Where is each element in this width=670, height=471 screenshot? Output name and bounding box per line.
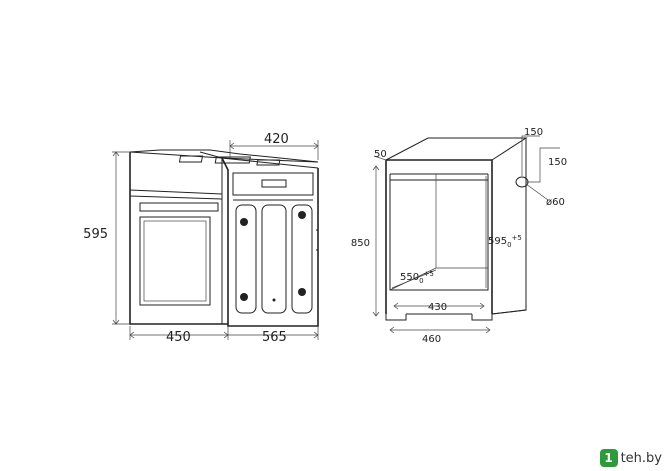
niche-inner-depth-label: 5500+5 bbox=[400, 270, 434, 285]
niche-inner-depth-tol-plus: +5 bbox=[424, 270, 434, 278]
hole-offset-x-label: 150 bbox=[524, 127, 543, 138]
oven-top-depth-label: 420 bbox=[264, 132, 289, 147]
niche-outer-width-label: 460 bbox=[422, 334, 441, 345]
hole-offset-y-label: 150 bbox=[548, 157, 567, 168]
oven-height-label: 595 bbox=[83, 227, 108, 242]
niche-inner-width-label: 430 bbox=[428, 302, 447, 313]
watermark-text: teh.by bbox=[620, 450, 662, 466]
oven-front-width-label: 450 bbox=[166, 330, 191, 345]
watermark-badge: 1 bbox=[599, 449, 618, 467]
niche-opening-height-tol: 0 bbox=[507, 241, 511, 249]
oven-depth-label: 565 bbox=[262, 330, 287, 345]
niche-top-offset-label: 50 bbox=[374, 149, 387, 160]
niche-inner-depth-tol: 0 bbox=[419, 277, 423, 285]
watermark: 1 teh.by bbox=[599, 449, 662, 467]
niche-opening-height-tol-plus: +5 bbox=[512, 234, 522, 242]
niche-total-height-label: 850 bbox=[351, 238, 370, 249]
niche-drawing bbox=[372, 135, 560, 334]
hole-diameter-label: ø60 bbox=[546, 197, 565, 208]
oven-drawing bbox=[112, 140, 319, 340]
niche-opening-height-value: 595 bbox=[488, 236, 507, 247]
niche-inner-depth-value: 550 bbox=[400, 272, 419, 283]
niche-opening-height-label: 5950+5 bbox=[488, 234, 522, 249]
